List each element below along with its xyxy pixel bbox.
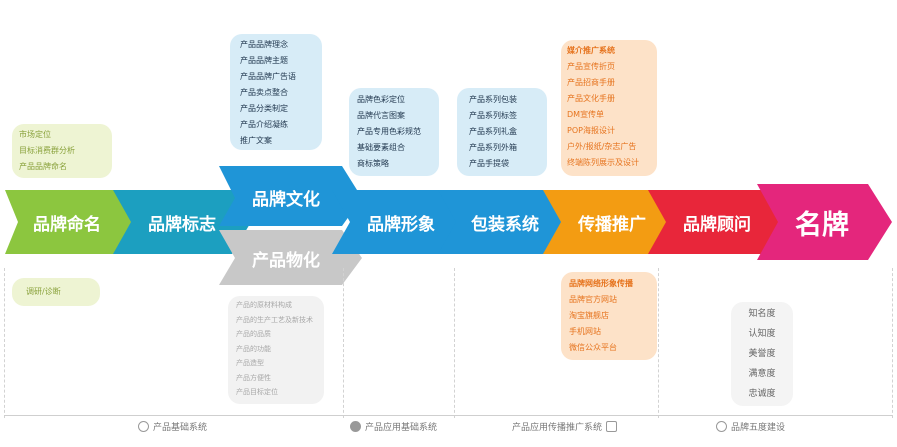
- bubble-item: 产品宣传折页: [567, 62, 615, 71]
- section-divider: [343, 268, 344, 418]
- bubble-item: 推广文案: [240, 136, 272, 145]
- bubble-item: 产品卖点整合: [240, 88, 288, 97]
- arrow-famous: [757, 184, 892, 260]
- bubble-item: 产品的品质: [236, 330, 271, 338]
- bubble-item: 手机网站: [569, 327, 601, 336]
- arrow-image: [332, 190, 471, 254]
- bubble-item: 产品系列外箱: [469, 143, 517, 152]
- bubble-item: 产品文化手册: [567, 94, 615, 103]
- naming-research-bubble: 调研/诊断: [12, 278, 100, 306]
- bubble-item: 商标策略: [357, 159, 389, 168]
- bubble-item: 产品方便性: [236, 373, 271, 382]
- culture-info-bubble: 产品品牌理念 产品品牌主题 产品品牌广告语 产品卖点整合 产品分类制定 产品介绍…: [230, 34, 322, 150]
- bubble-item: 目标消费群分析: [19, 146, 75, 155]
- head-gear-icon: [350, 421, 361, 432]
- bubble-item: 产品的原材料构成: [236, 301, 292, 309]
- bubble-item: 产品招商手册: [567, 78, 615, 87]
- materialize-info-bubble: 产品的原材料构成 产品的生产工艺及新技术 产品的品质 产品的功能 产品造型 产品…: [228, 296, 324, 404]
- gauge-icon: [716, 421, 727, 432]
- footer-basic-label: 产品基础系统: [153, 423, 208, 433]
- footer-line: [4, 415, 892, 416]
- footer-app-promo-label: 产品应用传播推广系统: [512, 423, 603, 433]
- bubble-item: 产品品牌理念: [240, 40, 288, 49]
- footer-app-basic: 产品应用基础系统: [350, 420, 437, 433]
- section-divider: [892, 268, 893, 418]
- arrow-culture: [219, 166, 362, 226]
- bubble-item: 终端陈列展示及设计: [567, 158, 639, 167]
- bubble-item: 产品系列标签: [469, 111, 517, 120]
- media-promo-title: 媒介推广系统: [567, 46, 615, 55]
- online-promo-bubble: 品牌网络形象传播 品牌官方网站 淘宝旗舰店 手机网站 微信公众平台: [561, 272, 657, 360]
- bubble-item: 微信公众平台: [569, 343, 617, 352]
- section-divider: [4, 268, 5, 418]
- megaphone-icon: [606, 421, 618, 432]
- footer-five: 品牌五度建设: [716, 420, 785, 433]
- bubble-item: 调研/诊断: [26, 287, 61, 296]
- bubble-item: 品牌代言图案: [357, 111, 405, 120]
- bubble-item: 产品的功能: [236, 344, 271, 353]
- arrow-promotion: [543, 190, 683, 254]
- arrow-logo: [113, 190, 251, 254]
- section-divider: [454, 268, 455, 418]
- bubble-item: 品牌色彩定位: [357, 95, 405, 104]
- bubble-item: 产品的生产工艺及新技术: [236, 315, 313, 324]
- bubble-item: 产品分类制定: [240, 104, 288, 113]
- degree-item: 认知度: [748, 329, 776, 339]
- bubble-item: DM宣传单: [567, 110, 605, 119]
- bubble-item: 产品系列礼盒: [469, 127, 517, 136]
- footer-app-promo: 产品应用传播推广系统: [512, 420, 621, 433]
- online-promo-title: 品牌网络形象传播: [569, 279, 633, 288]
- arrow-packaging: [438, 190, 574, 254]
- bubble-item: 产品品牌命名: [19, 162, 67, 171]
- packaging-info-bubble: 产品系列包装 产品系列标签 产品系列礼盒 产品系列外箱 产品手提袋: [457, 88, 547, 176]
- bubble-item: 产品目标定位: [236, 388, 278, 396]
- bubble-item: 基础要素组合: [357, 143, 405, 152]
- footer-app-basic-label: 产品应用基础系统: [365, 423, 438, 433]
- bubble-item: 市场定位: [19, 130, 51, 139]
- bubble-item: 产品品牌广告语: [240, 72, 296, 81]
- bubble-item: 产品专用色彩规范: [357, 127, 421, 136]
- section-divider: [658, 268, 659, 418]
- bubble-item: 淘宝旗舰店: [569, 311, 609, 320]
- arrow-naming: [5, 190, 136, 254]
- bubble-item: 产品品牌主题: [240, 56, 288, 65]
- bubble-item: POP海报设计: [567, 126, 615, 135]
- naming-info-bubble: 市场定位 目标消费群分析 产品品牌命名: [12, 124, 112, 178]
- degree-item: 知名度: [748, 309, 776, 319]
- arrow-materialize: [219, 230, 362, 285]
- bubble-item: 产品造型: [236, 359, 264, 367]
- degree-item: 美誉度: [748, 349, 776, 359]
- bubble-item: 户外/报纸/杂志广告: [567, 142, 637, 151]
- five-degrees-bubble: 知名度 认知度 美誉度 满意度 忠诚度: [731, 302, 793, 406]
- arrow-consultant: [648, 190, 789, 254]
- degree-item: 忠诚度: [748, 389, 776, 399]
- degree-item: 满意度: [748, 369, 776, 379]
- footer-basic: 产品基础系统: [138, 420, 207, 433]
- bubble-item: 产品介绍凝练: [240, 120, 288, 129]
- bubble-item: 产品系列包装: [469, 95, 517, 104]
- footer-five-label: 品牌五度建设: [731, 423, 786, 433]
- lightbulb-icon: [138, 421, 149, 432]
- bubble-item: 产品手提袋: [469, 159, 509, 168]
- media-promo-bubble: 媒介推广系统 产品宣传折页 产品招商手册 产品文化手册 DM宣传单 POP海报设…: [561, 40, 657, 176]
- image-info-bubble: 品牌色彩定位 品牌代言图案 产品专用色彩规范 基础要素组合 商标策略: [349, 88, 439, 176]
- bubble-item: 品牌官方网站: [569, 295, 617, 304]
